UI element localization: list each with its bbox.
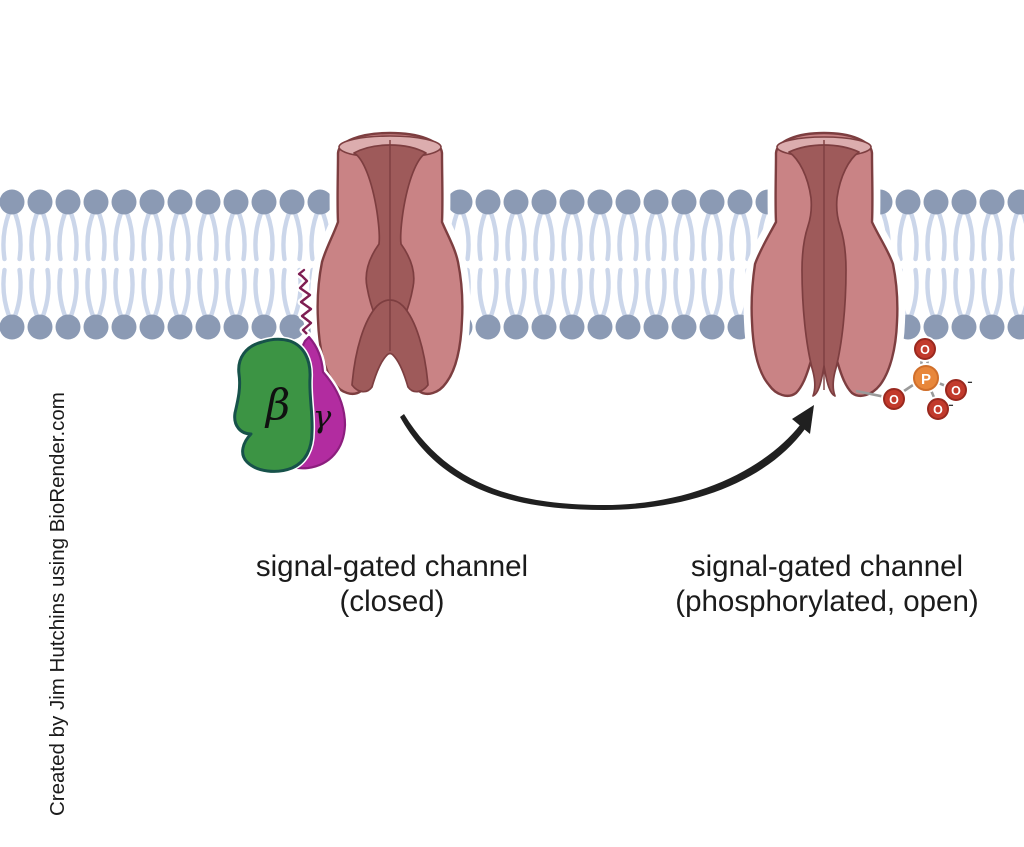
signal-gated-channel-closed: [309, 124, 471, 402]
left-channel-label-line2: (closed): [339, 585, 445, 618]
arrowhead: [792, 405, 814, 434]
oxygen-letter: O: [951, 384, 961, 398]
negative-charge: -: [967, 372, 973, 391]
oxygen-letter: O: [933, 403, 943, 417]
phosphate-group: P O O O O - -: [855, 336, 973, 422]
negative-charge: -: [948, 395, 954, 414]
lipid-anchor-zigzag: [297, 268, 313, 339]
g-protein-subunits: β γ: [231, 331, 349, 475]
transition-arrow: [400, 405, 814, 510]
signal-gated-channel-open: [743, 124, 906, 404]
gamma-label: γ: [313, 399, 332, 435]
oxygen-atom: [883, 388, 905, 410]
beta-subunit: [233, 337, 314, 473]
right-channel-label-line2: (phosphorylated, open): [675, 585, 979, 618]
left-channel-label: signal-gated channel (closed): [212, 549, 572, 619]
phosphorus-letter: P: [921, 371, 931, 388]
attribution-text: Created by Jim Hutchins using BioRender.…: [46, 392, 69, 816]
oxygen-atom: [945, 379, 967, 401]
beta-label: β: [264, 380, 290, 429]
oxygen-letter: O: [920, 343, 930, 357]
right-channel-label: signal-gated channel (phosphorylated, op…: [624, 549, 1024, 619]
left-channel-label-line1: signal-gated channel: [255, 550, 529, 583]
oxygen-letter: O: [889, 393, 899, 407]
arrow-shaft: [400, 414, 805, 510]
phosphorus-atom: [913, 365, 939, 391]
right-channel-label-line1: signal-gated channel: [690, 550, 964, 583]
oxygen-atom: [914, 338, 936, 360]
oxygen-atom: [927, 398, 949, 420]
